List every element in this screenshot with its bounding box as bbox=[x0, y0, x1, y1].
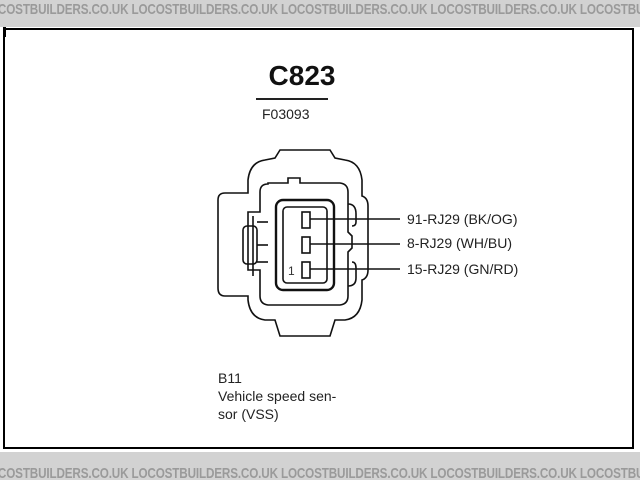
outer-housing-outline bbox=[217, 149, 369, 337]
title-underline bbox=[256, 98, 328, 100]
pin-label-1: 91-RJ29 (BK/OG) bbox=[407, 211, 518, 227]
watermark-text: LOCOSTBUILDERS.CO.UK LOCOSTBUILDERS.CO.U… bbox=[0, 465, 640, 480]
pin-terminal-3 bbox=[301, 261, 311, 279]
pin-label-2: 8-RJ29 (WH/BU) bbox=[407, 235, 513, 251]
connector-part-number: F03093 bbox=[262, 106, 310, 122]
pin-terminal-2 bbox=[301, 236, 311, 254]
pin-cavity-outer bbox=[274, 198, 336, 292]
inner-housing-outline bbox=[247, 177, 353, 306]
connector-id: C823 bbox=[268, 60, 336, 91]
component-ref: B11 bbox=[218, 370, 242, 386]
watermark-band-top: LOCOSTBUILDERS.CO.UK LOCOSTBUILDERS.CO.U… bbox=[0, 0, 640, 27]
watermark-text: LOCOSTBUILDERS.CO.UK LOCOSTBUILDERS.CO.U… bbox=[0, 1, 640, 18]
right-latch-lower bbox=[347, 261, 357, 287]
frame-corner-tick bbox=[3, 27, 6, 37]
pin1-marker: 1 bbox=[288, 264, 295, 278]
component-name-line2: sor (VSS) bbox=[218, 406, 279, 422]
pin-terminal-1 bbox=[301, 211, 311, 229]
left-latch bbox=[242, 225, 258, 265]
right-latch bbox=[347, 203, 357, 227]
pin-label-3: 15-RJ29 (GN/RD) bbox=[407, 261, 519, 277]
component-name-line1: Vehicle speed sen- bbox=[218, 388, 337, 404]
watermark-band-bottom: LOCOSTBUILDERS.CO.UK LOCOSTBUILDERS.CO.U… bbox=[0, 452, 640, 480]
pin-cavity-inner bbox=[282, 206, 328, 284]
